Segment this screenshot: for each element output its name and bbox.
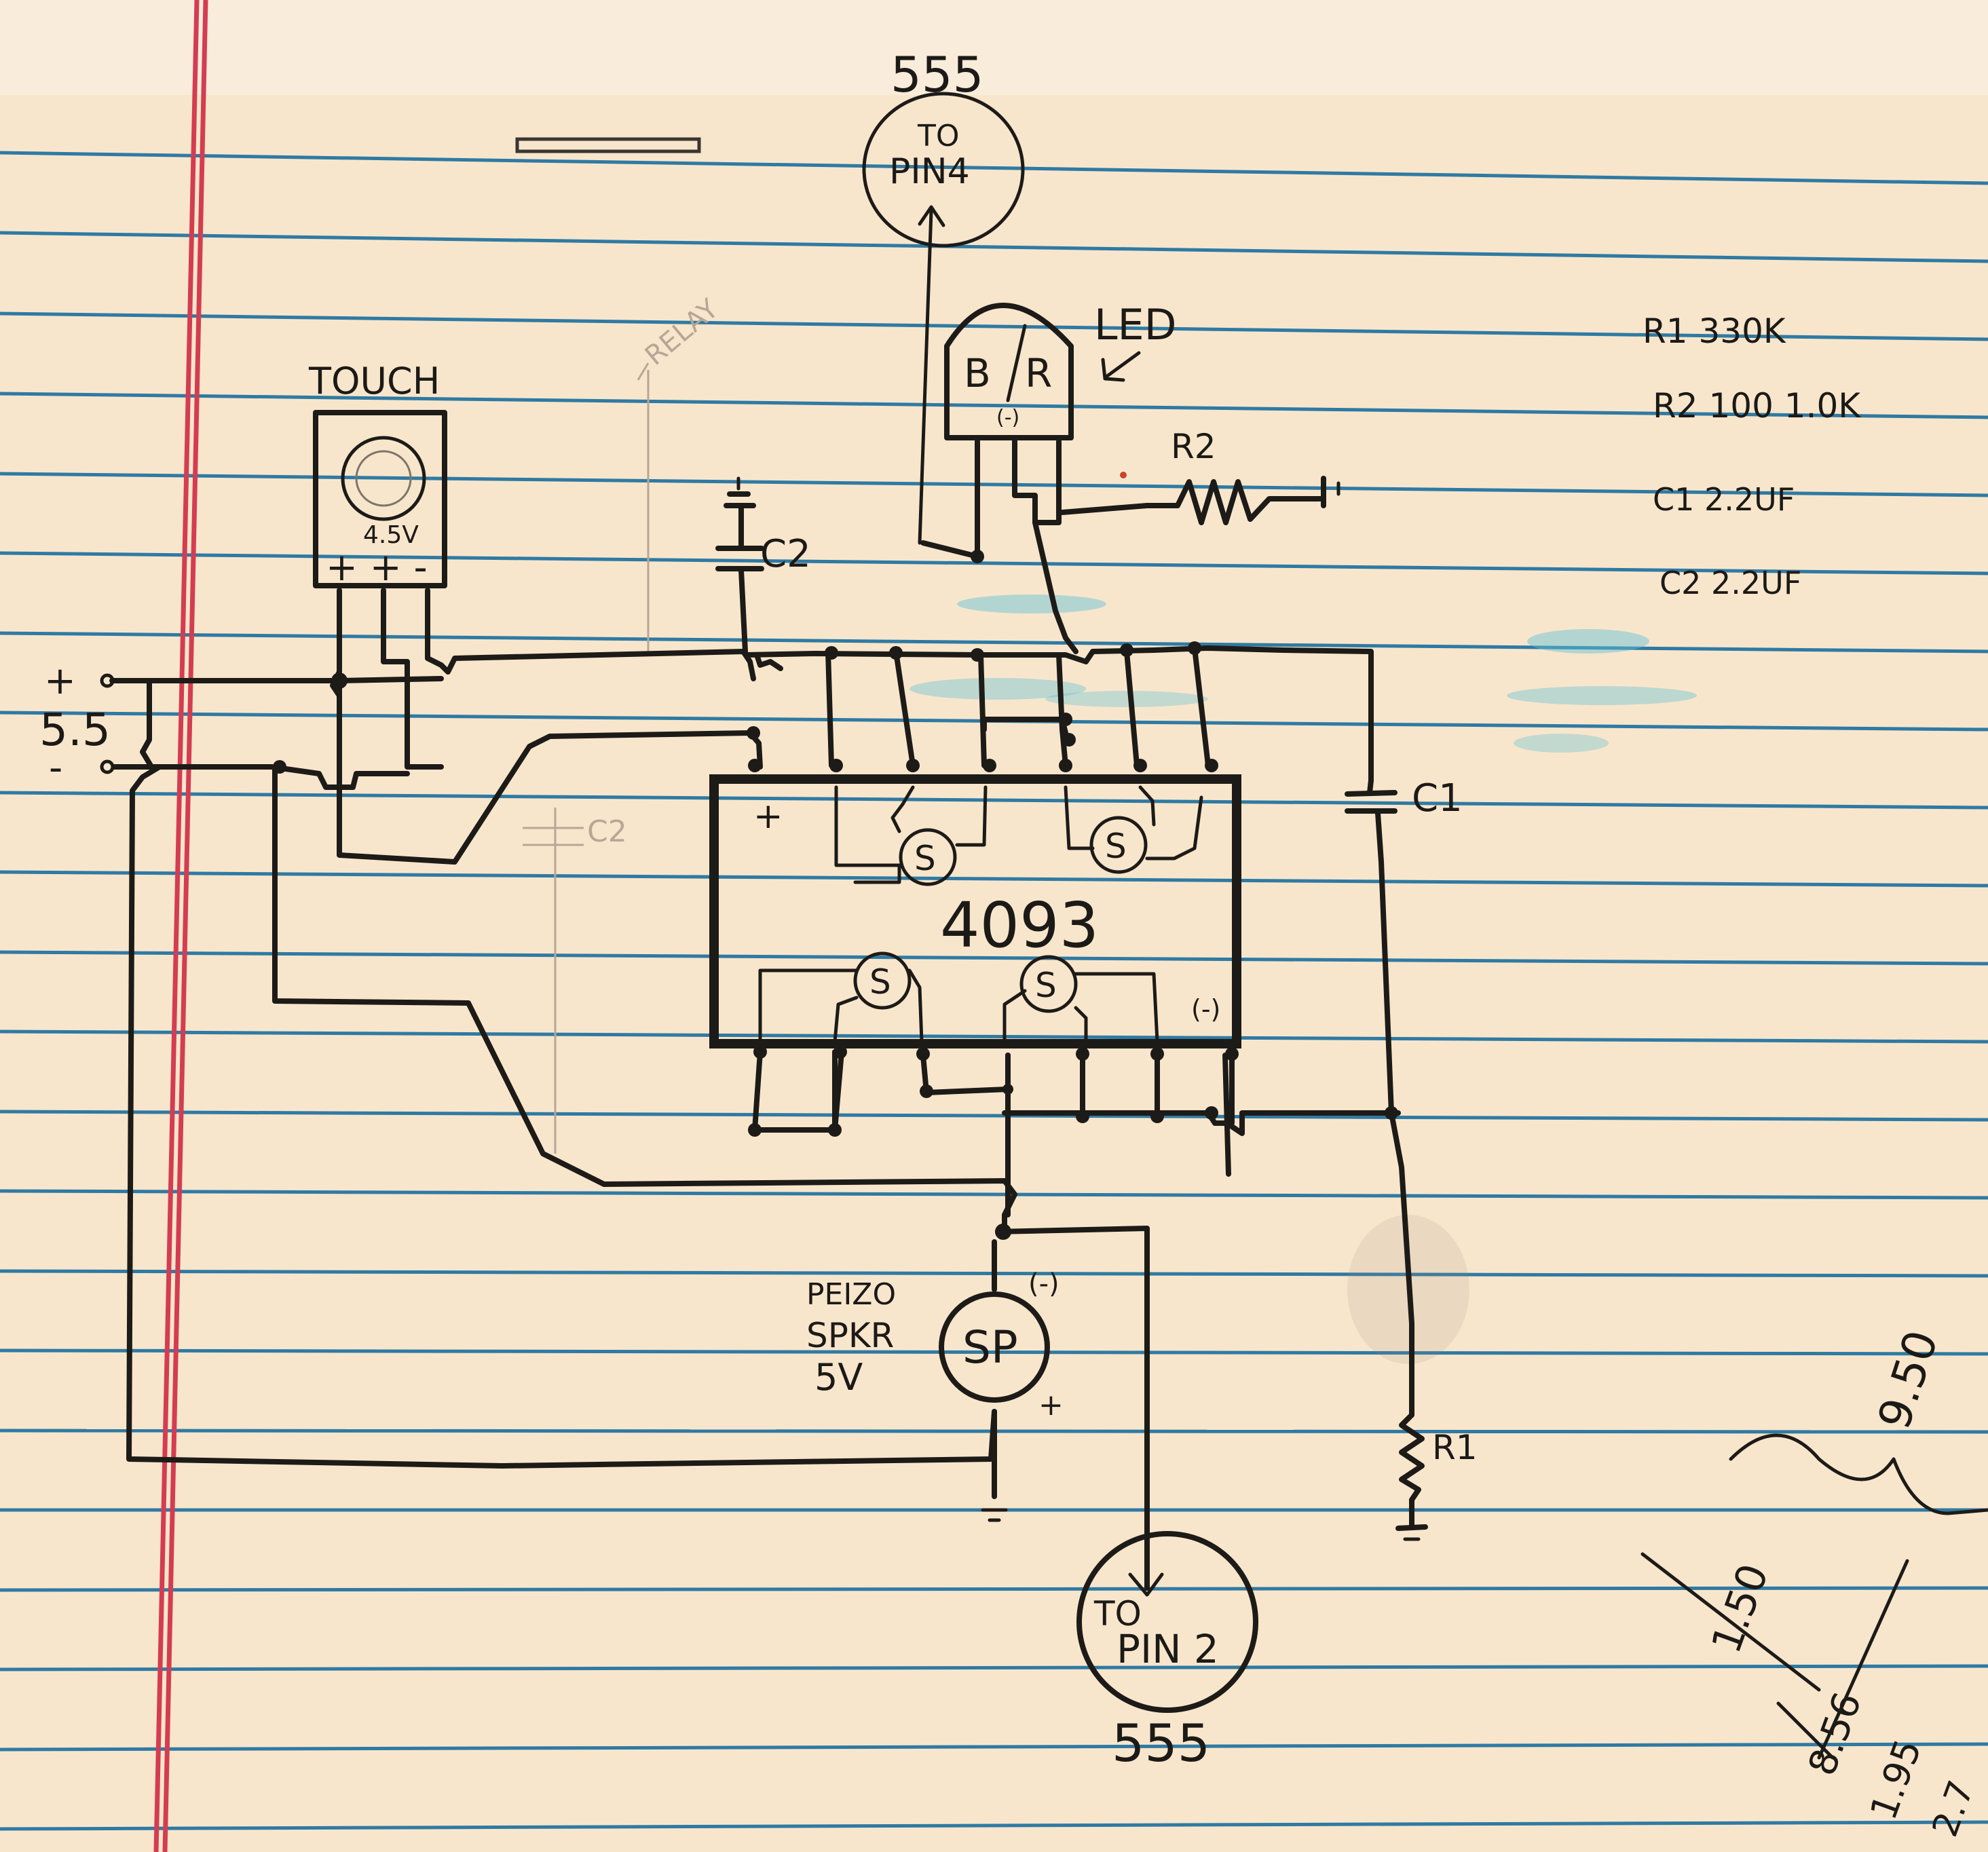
parts-list-item-3: C1 2.2UF <box>1653 481 1795 518</box>
c2-label: C2 <box>760 532 811 576</box>
r2: R2 <box>1059 427 1340 525</box>
supply-plus-label: + <box>44 659 76 703</box>
chip-plus-label: + <box>753 796 783 837</box>
bottom-chip-label: 555 <box>1112 1713 1210 1773</box>
ic-4093: + (-) 4093 S S S S <box>709 774 1241 1048</box>
touch-label: TOUCH <box>308 360 440 402</box>
parts-list-item-4: C2 2.2UF <box>1659 565 1801 601</box>
speaker-symbol-label: SP <box>962 1321 1018 1374</box>
c2: C2 <box>715 476 811 654</box>
r1-label: R1 <box>1432 1428 1478 1467</box>
gate-1-label: S <box>914 839 936 878</box>
supply-minus-label: - <box>49 746 62 790</box>
wires <box>109 645 1428 1597</box>
led: B R (-) LED <box>920 300 1176 654</box>
parts-list-item-1: R1 330K <box>1643 311 1786 351</box>
parts-list-item-2: R2 100 1.0K <box>1653 386 1861 426</box>
top-bar <box>515 137 701 153</box>
faint-c2: C2 <box>523 808 627 1154</box>
led-label: LED <box>1094 300 1176 349</box>
touch-module: TOUCH 4.5V + + - <box>308 360 756 770</box>
parts-list: R1 330K R2 100 1.0K C1 2.2UF C2 2.2UF <box>1643 311 1861 601</box>
top-target-line2: PIN4 <box>889 151 970 192</box>
gate-3-label: S <box>869 962 891 1002</box>
led-r-label: R <box>1025 350 1052 396</box>
bottom-target-line1: TO <box>1093 1594 1142 1633</box>
speaker-line2-label: SPKR <box>806 1316 894 1355</box>
top-target-line1: TO <box>917 119 960 153</box>
speaker-line1-label: PEIZO <box>806 1277 896 1312</box>
touch-pins-label: + + - <box>326 546 428 590</box>
speaker-neg-label: (-) <box>1028 1268 1059 1300</box>
top-555-target: 555 TO PIN4 <box>862 46 1025 545</box>
c1-label: C1 <box>1412 776 1463 820</box>
supply-voltage-label: 5.5 <box>39 704 111 756</box>
c2-faint-label: C2 <box>587 814 627 849</box>
touch-voltage-label: 4.5V <box>363 521 419 549</box>
speaker-line3-label: 5V <box>814 1356 863 1399</box>
power-supply: + 5.5 - <box>39 659 115 790</box>
margin-line <box>153 0 208 1852</box>
led-b-label: B <box>964 350 991 396</box>
chip-minus-label: (-) <box>1191 994 1220 1024</box>
led-neg-label: (-) <box>996 406 1019 430</box>
gate-4-label: S <box>1035 966 1057 1005</box>
chip-label: 4093 <box>940 889 1099 962</box>
bottom-555-target: TO PIN 2 555 <box>1076 1531 1258 1773</box>
speaker-plus-label: + <box>1038 1388 1064 1422</box>
bottom-target-line2: PIN 2 <box>1117 1626 1219 1672</box>
r2-label: R2 <box>1171 427 1216 466</box>
piezo-speaker: SP (-) + PEIZO SPKR 5V <box>806 1268 1064 1422</box>
gate-2-label: S <box>1105 827 1127 866</box>
